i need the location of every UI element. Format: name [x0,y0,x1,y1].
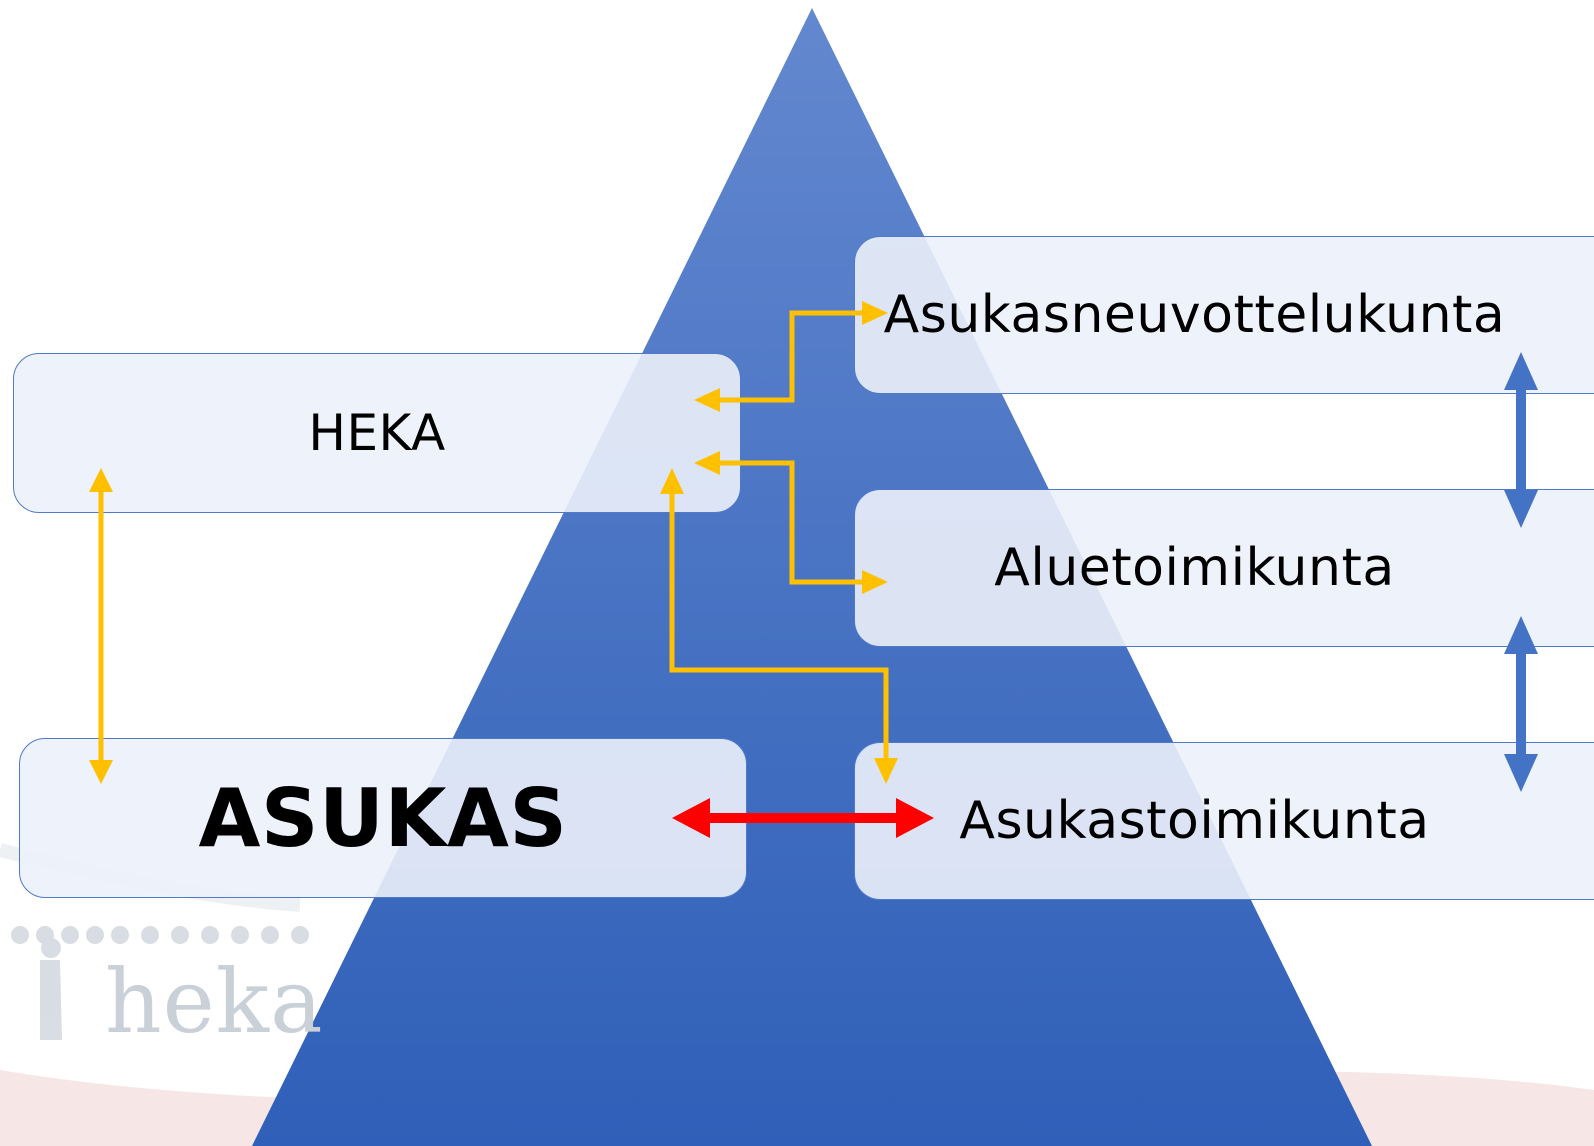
arrow-heka-asukas [89,468,113,784]
arrow-heka-asukastoimikunta [660,468,898,784]
arrow-asukasneuvottelukunta-aluetoimikunta [1504,352,1538,528]
heka-box: HEKA [13,353,741,513]
arrow-heka-asukasneuvottelukunta [694,301,888,412]
aluetoimikunta-box: Aluetoimikunta [854,489,1594,647]
heka-label: HEKA [308,404,446,462]
asukasneuvottelukunta-label: Asukasneuvottelukunta [883,285,1506,345]
asukas-label: ASUKAS [198,771,568,865]
arrow-heka-aluetoimikunta [694,451,888,594]
arrow-aluetoimikunta-asukastoimikunta [1504,616,1538,792]
asukastoimikunta-label: Asukastoimikunta [959,791,1430,851]
asukastoimikunta-box: Asukastoimikunta [854,742,1594,900]
logo-dots-icon [11,926,309,1040]
asukasneuvottelukunta-box: Asukasneuvottelukunta [854,236,1594,394]
aluetoimikunta-label: Aluetoimikunta [994,538,1395,598]
heka-watermark-logo: heka [105,950,324,1053]
arrow-asukas-asukastoimikunta [672,798,934,838]
